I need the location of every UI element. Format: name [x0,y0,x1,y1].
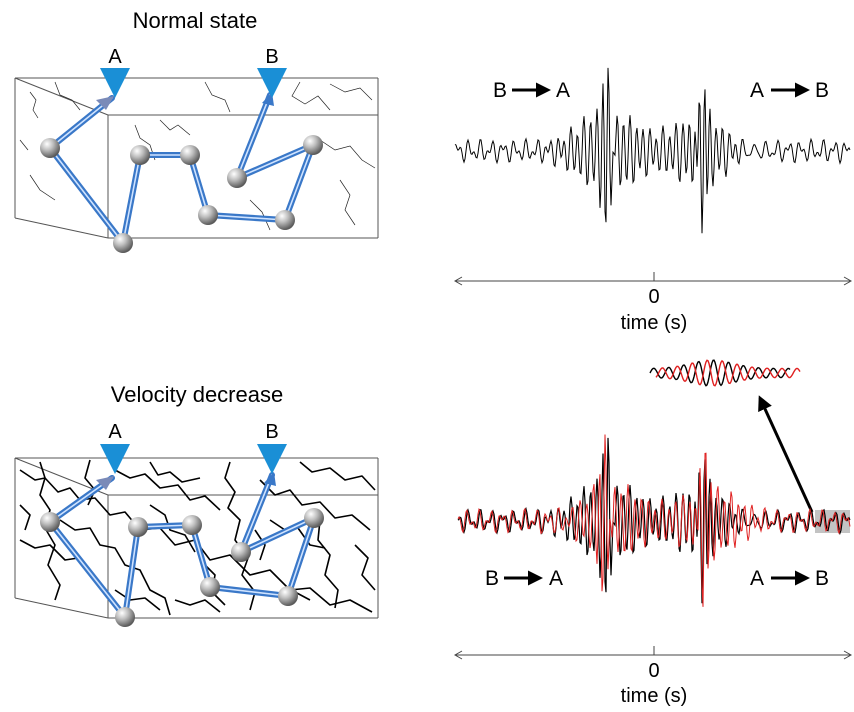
scatterer-node [40,512,60,532]
direction-to: B [815,79,829,102]
scatterer-node [303,135,323,155]
scatterer-node [113,233,133,253]
scatterer-node [198,205,218,225]
decrease-path-arrowhead-b [264,472,276,486]
normal-waveform-trace [454,67,851,234]
scatterer-node [180,145,200,165]
station-a-triangle [100,444,130,474]
scatterer-node [275,210,295,230]
normal-box [14,77,379,239]
station-b-triangle [257,444,287,474]
decrease-scatterers [40,508,324,627]
normal-path-arrowhead-a [96,96,114,110]
direction-to: A [556,79,570,102]
station-a-label: A [108,46,122,68]
station-a-label: A [108,421,122,443]
bottom-right-direction-label: A B [750,567,829,590]
zoom-arrow [758,395,814,513]
perturbed-waveform-trace [457,434,851,607]
scatterer-node [231,542,251,562]
top-right-direction-label: A B [750,79,829,102]
zoom-inset [649,359,801,387]
reference-waveform-trace [457,437,851,604]
scatterer-node [200,577,220,597]
velocity-decrease-panel: Velocity decrease [14,382,379,627]
normal-ray-path [47,92,316,246]
scatterer-node [130,145,150,165]
decrease-cracks [19,459,376,616]
scatterer-node [278,586,298,606]
scatterer-node [128,517,148,537]
decrease-box [14,457,379,619]
scatterer-node [227,168,247,188]
normal-state-title: Normal state [133,8,258,33]
normal-scatterers [40,135,323,253]
normal-cracks [19,81,376,231]
bottom-axis-zero: 0 [648,660,659,682]
bottom-time-axis [453,646,853,660]
direction-to: B [815,567,829,590]
direction-from: A [750,79,764,102]
top-time-axis [453,272,853,286]
top-waveform-panel: B A A B 0 time (s) [453,67,853,334]
station-b-label: B [265,421,278,443]
bottom-waveform-panel: B A A B 0 time (s) [453,359,853,707]
top-axis-zero: 0 [648,286,659,308]
station-b-label: B [265,46,278,68]
direction-from: B [493,79,507,102]
inset-perturbed-trace [655,359,801,387]
decrease-path-arrowhead-a [96,476,114,490]
top-left-direction-label: B A [493,79,570,102]
scatterer-node [40,138,60,158]
station-a-triangle [100,68,130,98]
direction-from: A [750,567,764,590]
decrease-ray-path [47,472,317,620]
direction-from: B [485,567,499,590]
bottom-axis-label: time (s) [621,685,688,707]
direction-to: A [549,567,563,590]
top-axis-label: time (s) [621,312,688,334]
velocity-decrease-title: Velocity decrease [111,382,283,407]
scatterer-node [182,515,202,535]
scatterer-node [115,607,135,627]
station-b-triangle [257,68,287,98]
bottom-left-direction-label: B A [485,567,563,590]
scatterer-node [304,508,324,528]
normal-state-panel: Normal state [14,8,379,253]
